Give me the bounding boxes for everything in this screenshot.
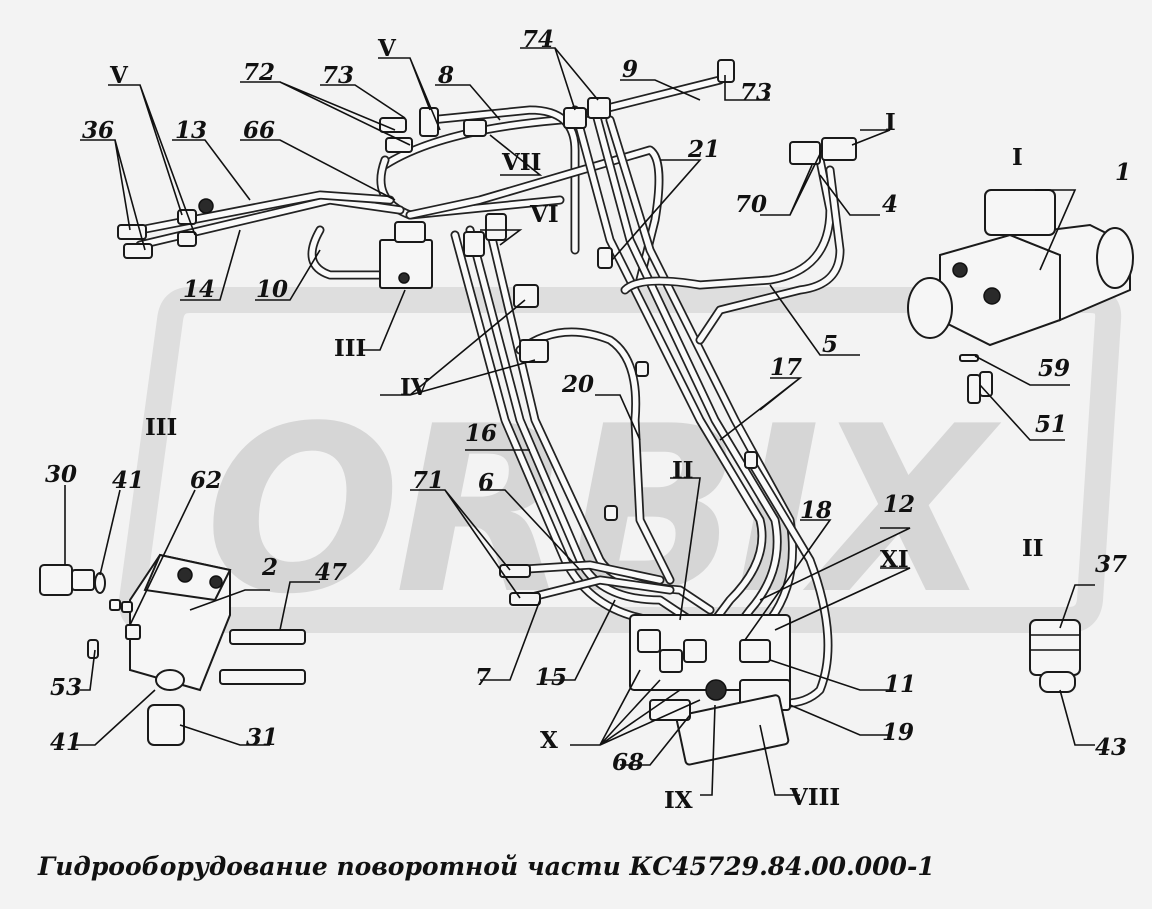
label-16: 16 — [465, 420, 497, 447]
label-1: 1 — [1115, 159, 1131, 186]
leader-lines — [64, 47, 1095, 796]
label-X: X — [540, 727, 558, 754]
label-12: 12 — [883, 491, 915, 518]
label-IX: IX — [664, 787, 693, 814]
label-53: 53 — [50, 674, 82, 701]
label-V-mid: V — [377, 35, 397, 62]
label-II-pointer: II — [672, 457, 694, 484]
label-31: 31 — [246, 724, 278, 751]
label-74: 74 — [522, 26, 554, 53]
label-13: 13 — [175, 117, 207, 144]
label-70: 70 — [735, 191, 767, 218]
label-47: 47 — [315, 559, 347, 586]
label-41-bottom: 41 — [50, 729, 82, 756]
label-14: 14 — [183, 276, 215, 303]
label-XI: XI — [880, 546, 909, 573]
label-15: 15 — [535, 664, 567, 691]
detail-header-II: II — [1022, 535, 1044, 562]
label-V-left: V — [109, 62, 129, 89]
label-71: 71 — [412, 467, 444, 494]
label-59: 59 — [1038, 355, 1070, 382]
fittings — [117, 59, 857, 606]
label-41-top: 41 — [112, 467, 144, 494]
label-VII: VII — [501, 149, 541, 176]
label-72: 72 — [243, 59, 275, 86]
label-66: 66 — [243, 117, 275, 144]
label-37: 37 — [1095, 551, 1127, 578]
part-labels: V 36 13 66 72 73 V 8 74 9 73 VII 21 VI I… — [45, 26, 1131, 814]
label-73-right: 73 — [740, 79, 772, 106]
label-51: 51 — [1035, 411, 1067, 438]
diagram-caption: Гидрооборудование поворотной части КС457… — [37, 852, 935, 881]
label-43: 43 — [1095, 734, 1127, 761]
detail-I-valve — [907, 189, 1134, 404]
label-5: 5 — [822, 331, 838, 358]
label-I-pointer: I — [885, 109, 896, 136]
label-30: 30 — [45, 461, 77, 488]
label-VIII: VIII — [789, 784, 840, 811]
detail-header-III: III — [145, 414, 177, 441]
distributor-block — [629, 614, 791, 766]
label-VI: VI — [529, 201, 559, 228]
detail-III-block — [39, 553, 306, 746]
label-18: 18 — [800, 497, 832, 524]
detail-II-fitting — [1029, 619, 1081, 693]
label-19: 19 — [882, 719, 914, 746]
label-8: 8 — [437, 62, 454, 89]
label-2: 2 — [261, 554, 278, 581]
label-17: 17 — [770, 354, 802, 381]
label-68: 68 — [612, 749, 644, 776]
label-73-left: 73 — [322, 62, 354, 89]
label-21: 21 — [687, 136, 720, 163]
label-11: 11 — [884, 671, 916, 698]
label-III-pointer: III — [334, 335, 366, 362]
label-62: 62 — [190, 467, 222, 494]
label-IV: IV — [400, 374, 430, 401]
label-20: 20 — [561, 371, 594, 398]
label-10: 10 — [256, 276, 288, 303]
label-36: 36 — [82, 117, 114, 144]
label-9: 9 — [622, 56, 638, 83]
label-4: 4 — [882, 191, 898, 218]
label-7: 7 — [475, 664, 491, 691]
label-6: 6 — [478, 469, 494, 496]
detail-header-I: I — [1012, 144, 1023, 171]
